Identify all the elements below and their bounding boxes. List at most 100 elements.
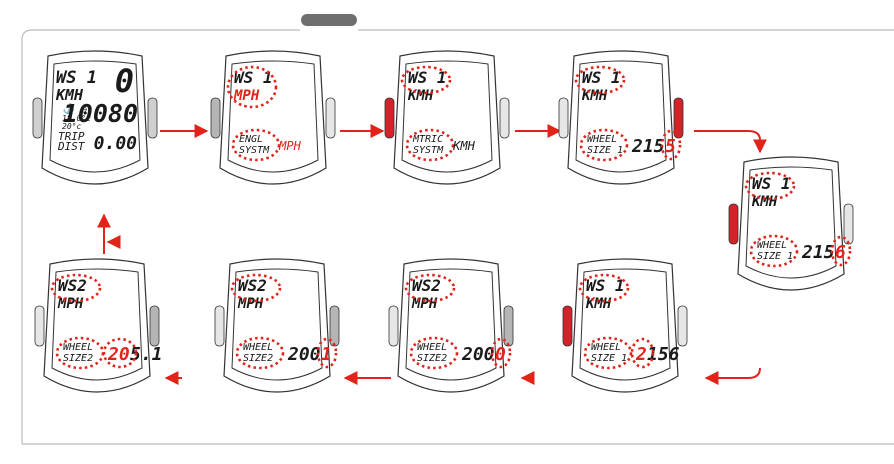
blinking-label-indicator — [235, 336, 285, 370]
blinking-top-indicator — [574, 65, 626, 95]
blinking-label-indicator — [231, 128, 281, 162]
speed-digit: 0 — [115, 62, 134, 100]
odometer-value: 10080 — [63, 99, 138, 128]
blinking-digit-indicator — [490, 337, 512, 369]
side-button[interactable] — [329, 305, 340, 347]
unit-value: KMH — [452, 139, 475, 153]
lower-label-2: SIZE 1 — [587, 145, 623, 156]
mode-label: WS 1 — [234, 68, 273, 87]
frame-tab — [301, 14, 357, 26]
blinking-top-indicator — [226, 65, 278, 109]
side-button[interactable] — [503, 305, 514, 347]
side-button-alt[interactable] — [388, 305, 399, 347]
side-button-alt[interactable] — [558, 97, 569, 139]
side-button-alt[interactable] — [325, 97, 336, 139]
side-button[interactable] — [562, 305, 573, 347]
side-button[interactable] — [673, 97, 684, 139]
unit-label: KMH — [751, 194, 778, 210]
blinking-label-indicator — [405, 128, 455, 162]
lower-label-2: SIZE 1 — [757, 251, 793, 262]
side-button-alt[interactable] — [677, 305, 688, 347]
value-digits: 200 — [461, 344, 495, 365]
value-digits: 200 — [287, 344, 321, 365]
mode-label: WS 1 — [586, 276, 625, 295]
unit-value: MPH — [278, 139, 301, 153]
unit-label: KMH — [55, 86, 84, 104]
unit-label: KMH — [581, 88, 608, 104]
value-digits: 215 — [801, 242, 835, 263]
blinking-top-indicator — [400, 65, 452, 95]
unit-label: MPH — [411, 296, 438, 312]
lower-label-2: SIZE2 — [63, 353, 93, 364]
blinking-digit-indicator — [630, 337, 655, 369]
value-highlighted-digit: 20 — [107, 344, 130, 365]
blinking-top-indicator — [578, 273, 630, 303]
blinking-top-indicator — [404, 273, 456, 303]
flow-arrows — [97, 124, 767, 385]
blinking-top-indicator — [744, 171, 796, 201]
blinking-label-indicator — [749, 234, 799, 268]
mode-label: WS 1 — [56, 68, 97, 88]
lower-label-2: DIST — [57, 140, 86, 153]
unit-label: MPH — [57, 296, 84, 312]
lower-label-1: WHEEL — [757, 240, 787, 251]
value-digits: 5.1 — [130, 344, 163, 365]
device-display — [575, 60, 667, 173]
mode-label: WS2 — [58, 276, 87, 295]
device-display — [231, 268, 323, 381]
mode-label: WS 1 — [582, 68, 621, 87]
blinking-digit-indicator — [102, 337, 138, 369]
value-digits: 215 — [631, 136, 665, 157]
lower-label-1: WHEEL — [591, 342, 621, 353]
value-highlighted-digit: 2 — [635, 344, 647, 365]
side-button-alt[interactable] — [499, 97, 510, 139]
side-button-right[interactable] — [147, 97, 158, 139]
trip-value: 0.00 — [94, 133, 138, 154]
blinking-digit-indicator — [830, 235, 852, 267]
lower-label-1: WHEEL — [587, 134, 617, 145]
value-highlighted-digit: 6 — [835, 242, 846, 263]
lower-label-1: WHEEL — [63, 342, 93, 353]
blinking-label-indicator — [409, 336, 459, 370]
side-button[interactable] — [210, 97, 221, 139]
device-display — [579, 268, 671, 381]
value-highlighted-digit: 5 — [665, 136, 676, 157]
blinking-digit-indicator — [660, 129, 682, 161]
mode-label: WS2 — [412, 276, 441, 295]
temp-2: 20°c — [62, 122, 81, 131]
device-display — [51, 268, 143, 381]
blinking-label-indicator — [579, 128, 629, 162]
mode-label: WS 1 — [752, 174, 791, 193]
lower-label-2: SIZE2 — [243, 353, 273, 364]
unit-label: MPH — [237, 296, 264, 312]
lower-label-2: SYSTM — [239, 145, 270, 156]
side-button[interactable] — [728, 203, 739, 245]
side-button-alt[interactable] — [34, 305, 45, 347]
device-display — [49, 60, 141, 173]
lower-label-1: TRIP — [58, 130, 85, 143]
device-display — [401, 60, 493, 173]
unit-label: KMH — [407, 88, 434, 104]
side-button[interactable] — [384, 97, 395, 139]
side-button-left[interactable] — [32, 97, 43, 139]
lower-label-1: WHEEL — [243, 342, 273, 353]
side-button-alt[interactable] — [843, 203, 854, 245]
arrow-4-to-5 — [694, 130, 767, 154]
side-button-alt[interactable] — [214, 305, 225, 347]
lower-label-1: WHEEL — [417, 342, 447, 353]
mode-label: WS 1 — [408, 68, 447, 87]
side-button[interactable] — [149, 305, 160, 347]
value-highlighted-digit: 1 — [321, 344, 332, 365]
